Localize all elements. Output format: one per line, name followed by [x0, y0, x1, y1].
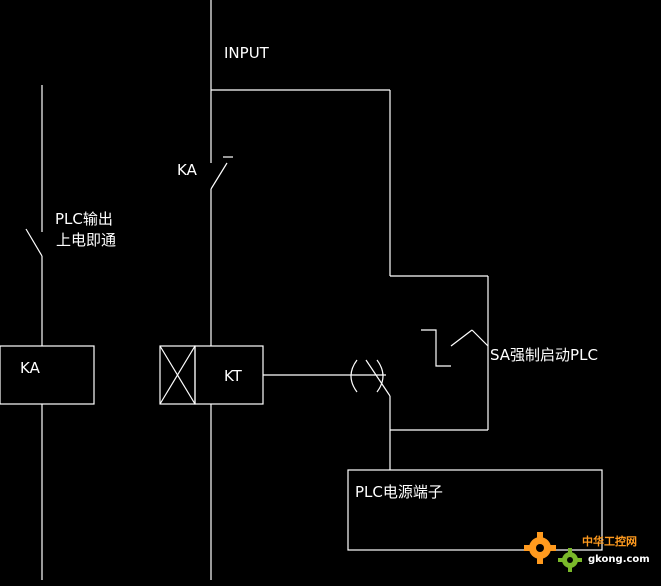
- watermark-title: 中华工控网: [582, 534, 637, 548]
- ka-contact-label: KA: [177, 161, 198, 179]
- plc-output-sublabel: 上电即通: [56, 231, 116, 249]
- kt-contact-blade: [365, 359, 391, 397]
- left-branch: [0, 85, 95, 580]
- watermark-logo: 中华工控网 gkong.com: [524, 532, 650, 572]
- kt-coil-label: KT: [224, 367, 243, 385]
- input-label: INPUT: [224, 44, 270, 62]
- ka-contact-blade: [210, 162, 228, 190]
- kt-coil-delay-box: [159, 345, 196, 405]
- sa-switch-stub: [471, 329, 489, 347]
- right-branch: [211, 89, 603, 551]
- ka-coil-box: [0, 345, 95, 405]
- main-branch: [159, 0, 264, 580]
- plc-power-terminal-label: PLC电源端子: [355, 483, 443, 501]
- sa-switch-blade: [450, 329, 473, 347]
- kt-delay-cross-b: [159, 345, 196, 405]
- plc-output-label: PLC输出: [55, 210, 113, 228]
- sa-switch-label: SA强制启动PLC: [490, 346, 598, 364]
- watermark-domain: gkong.com: [588, 554, 650, 565]
- sa-switch-actuator: [421, 329, 451, 367]
- plc-output-contact: [25, 228, 43, 257]
- kt-delay-arc-2: [376, 359, 384, 393]
- ka-coil-label: KA: [20, 359, 41, 377]
- kt-delay-arc: [350, 359, 358, 393]
- gear-small-icon: [558, 548, 582, 572]
- gear-icon: [524, 532, 556, 564]
- plc-power-terminal-box: [347, 469, 603, 551]
